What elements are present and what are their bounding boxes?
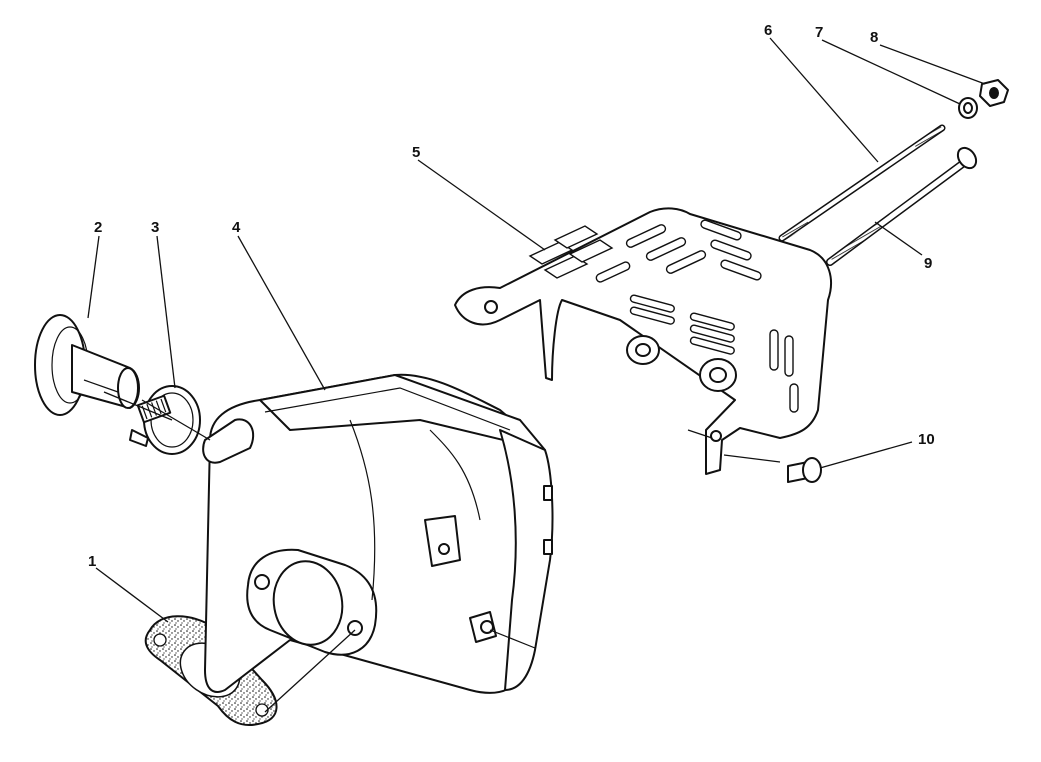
callout-2: 2 bbox=[94, 219, 102, 236]
muffler-body bbox=[202, 373, 554, 694]
leader-lines bbox=[87, 37, 986, 713]
callout-5: 5 bbox=[412, 144, 420, 161]
callout-3: 3 bbox=[151, 219, 159, 236]
threaded-stud bbox=[778, 124, 946, 242]
callout-4: 4 bbox=[232, 219, 241, 236]
callout-6: 6 bbox=[764, 22, 772, 39]
outlet-cap bbox=[34, 314, 140, 416]
washer bbox=[958, 97, 978, 119]
shield-top-slots bbox=[595, 219, 762, 283]
callout-1: 1 bbox=[88, 553, 96, 570]
hose-clamp bbox=[129, 385, 201, 455]
callout-10: 10 bbox=[918, 431, 935, 448]
heat-shield bbox=[454, 207, 832, 475]
screw bbox=[787, 457, 822, 483]
hex-nut bbox=[979, 79, 1009, 107]
callout-labels: 1 2 3 4 5 6 7 8 9 10 bbox=[88, 22, 935, 570]
shield-vent-grid bbox=[528, 225, 614, 279]
shield-side-slots bbox=[629, 294, 799, 413]
callout-8: 8 bbox=[870, 29, 878, 46]
long-bolt bbox=[826, 146, 978, 266]
callout-7: 7 bbox=[815, 24, 823, 41]
callout-9: 9 bbox=[924, 255, 932, 272]
